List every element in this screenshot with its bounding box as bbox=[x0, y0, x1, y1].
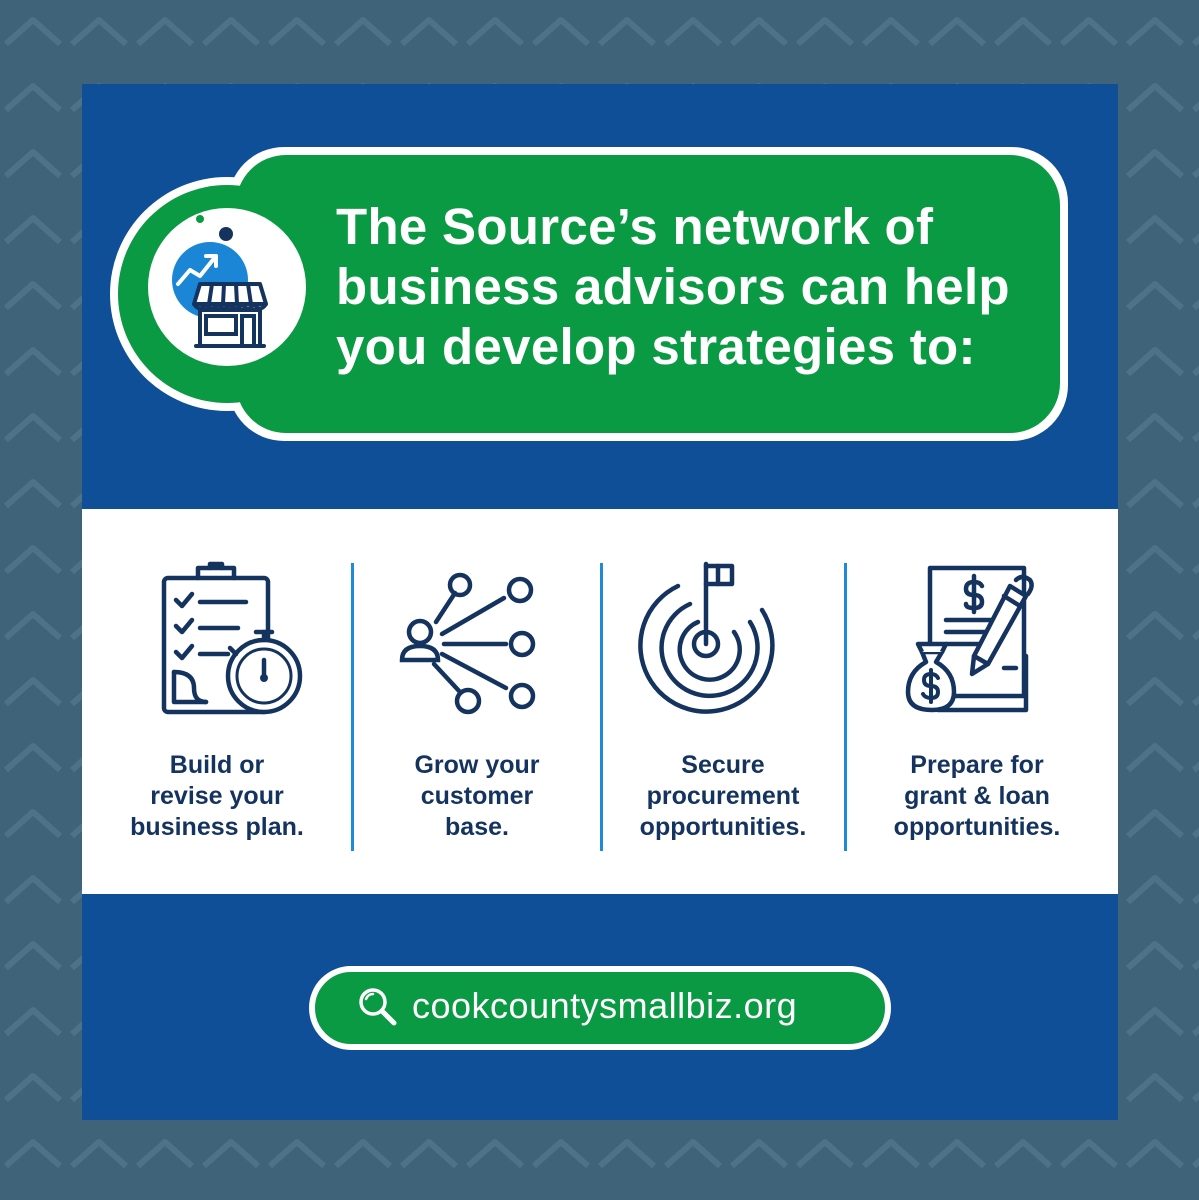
target-flag-icon bbox=[638, 561, 775, 714]
feature-label-line: Grow your bbox=[414, 751, 540, 779]
feature-label: Prepare for grant & loan opportunities. bbox=[862, 750, 1092, 843]
feature-label-line: grant & loan bbox=[904, 782, 1050, 810]
feature-label: Grow your customer base. bbox=[362, 750, 592, 843]
headline-line: The Source’s network of bbox=[336, 198, 934, 255]
feature-label: Build or revise your business plan. bbox=[102, 750, 332, 843]
network-person-icon bbox=[399, 572, 536, 715]
feature-label-line: Build or bbox=[169, 751, 265, 779]
feature-label-line: opportunities. bbox=[639, 813, 807, 841]
feature-label-line: procurement bbox=[646, 782, 800, 810]
storefront-growth-icon bbox=[172, 215, 268, 348]
divider bbox=[600, 563, 603, 851]
divider bbox=[844, 563, 847, 851]
website-url[interactable]: cookcountysmallbiz.org bbox=[412, 985, 798, 1026]
headline-line: you develop strategies to: bbox=[336, 318, 976, 375]
divider bbox=[351, 563, 354, 851]
feature-label-line: customer bbox=[420, 782, 534, 810]
clipboard-stopwatch-icon bbox=[161, 561, 303, 715]
search-icon bbox=[359, 988, 397, 1026]
headline: The Source’s network of business advisor… bbox=[336, 197, 1056, 377]
feature-label-line: business plan. bbox=[130, 813, 304, 841]
feature-label-line: Secure bbox=[681, 751, 765, 779]
website-link-pill[interactable] bbox=[309, 966, 891, 1050]
feature-label-line: Prepare for bbox=[910, 751, 1044, 779]
headline-line: business advisors can help bbox=[336, 258, 1010, 315]
feature-label-line: revise your bbox=[150, 782, 284, 810]
feature-label-line: base. bbox=[445, 813, 509, 841]
feature-label: Secure procurement opportunities. bbox=[608, 750, 838, 843]
feature-label-line: opportunities. bbox=[893, 813, 1061, 841]
document-money-pen-icon bbox=[905, 565, 1034, 713]
